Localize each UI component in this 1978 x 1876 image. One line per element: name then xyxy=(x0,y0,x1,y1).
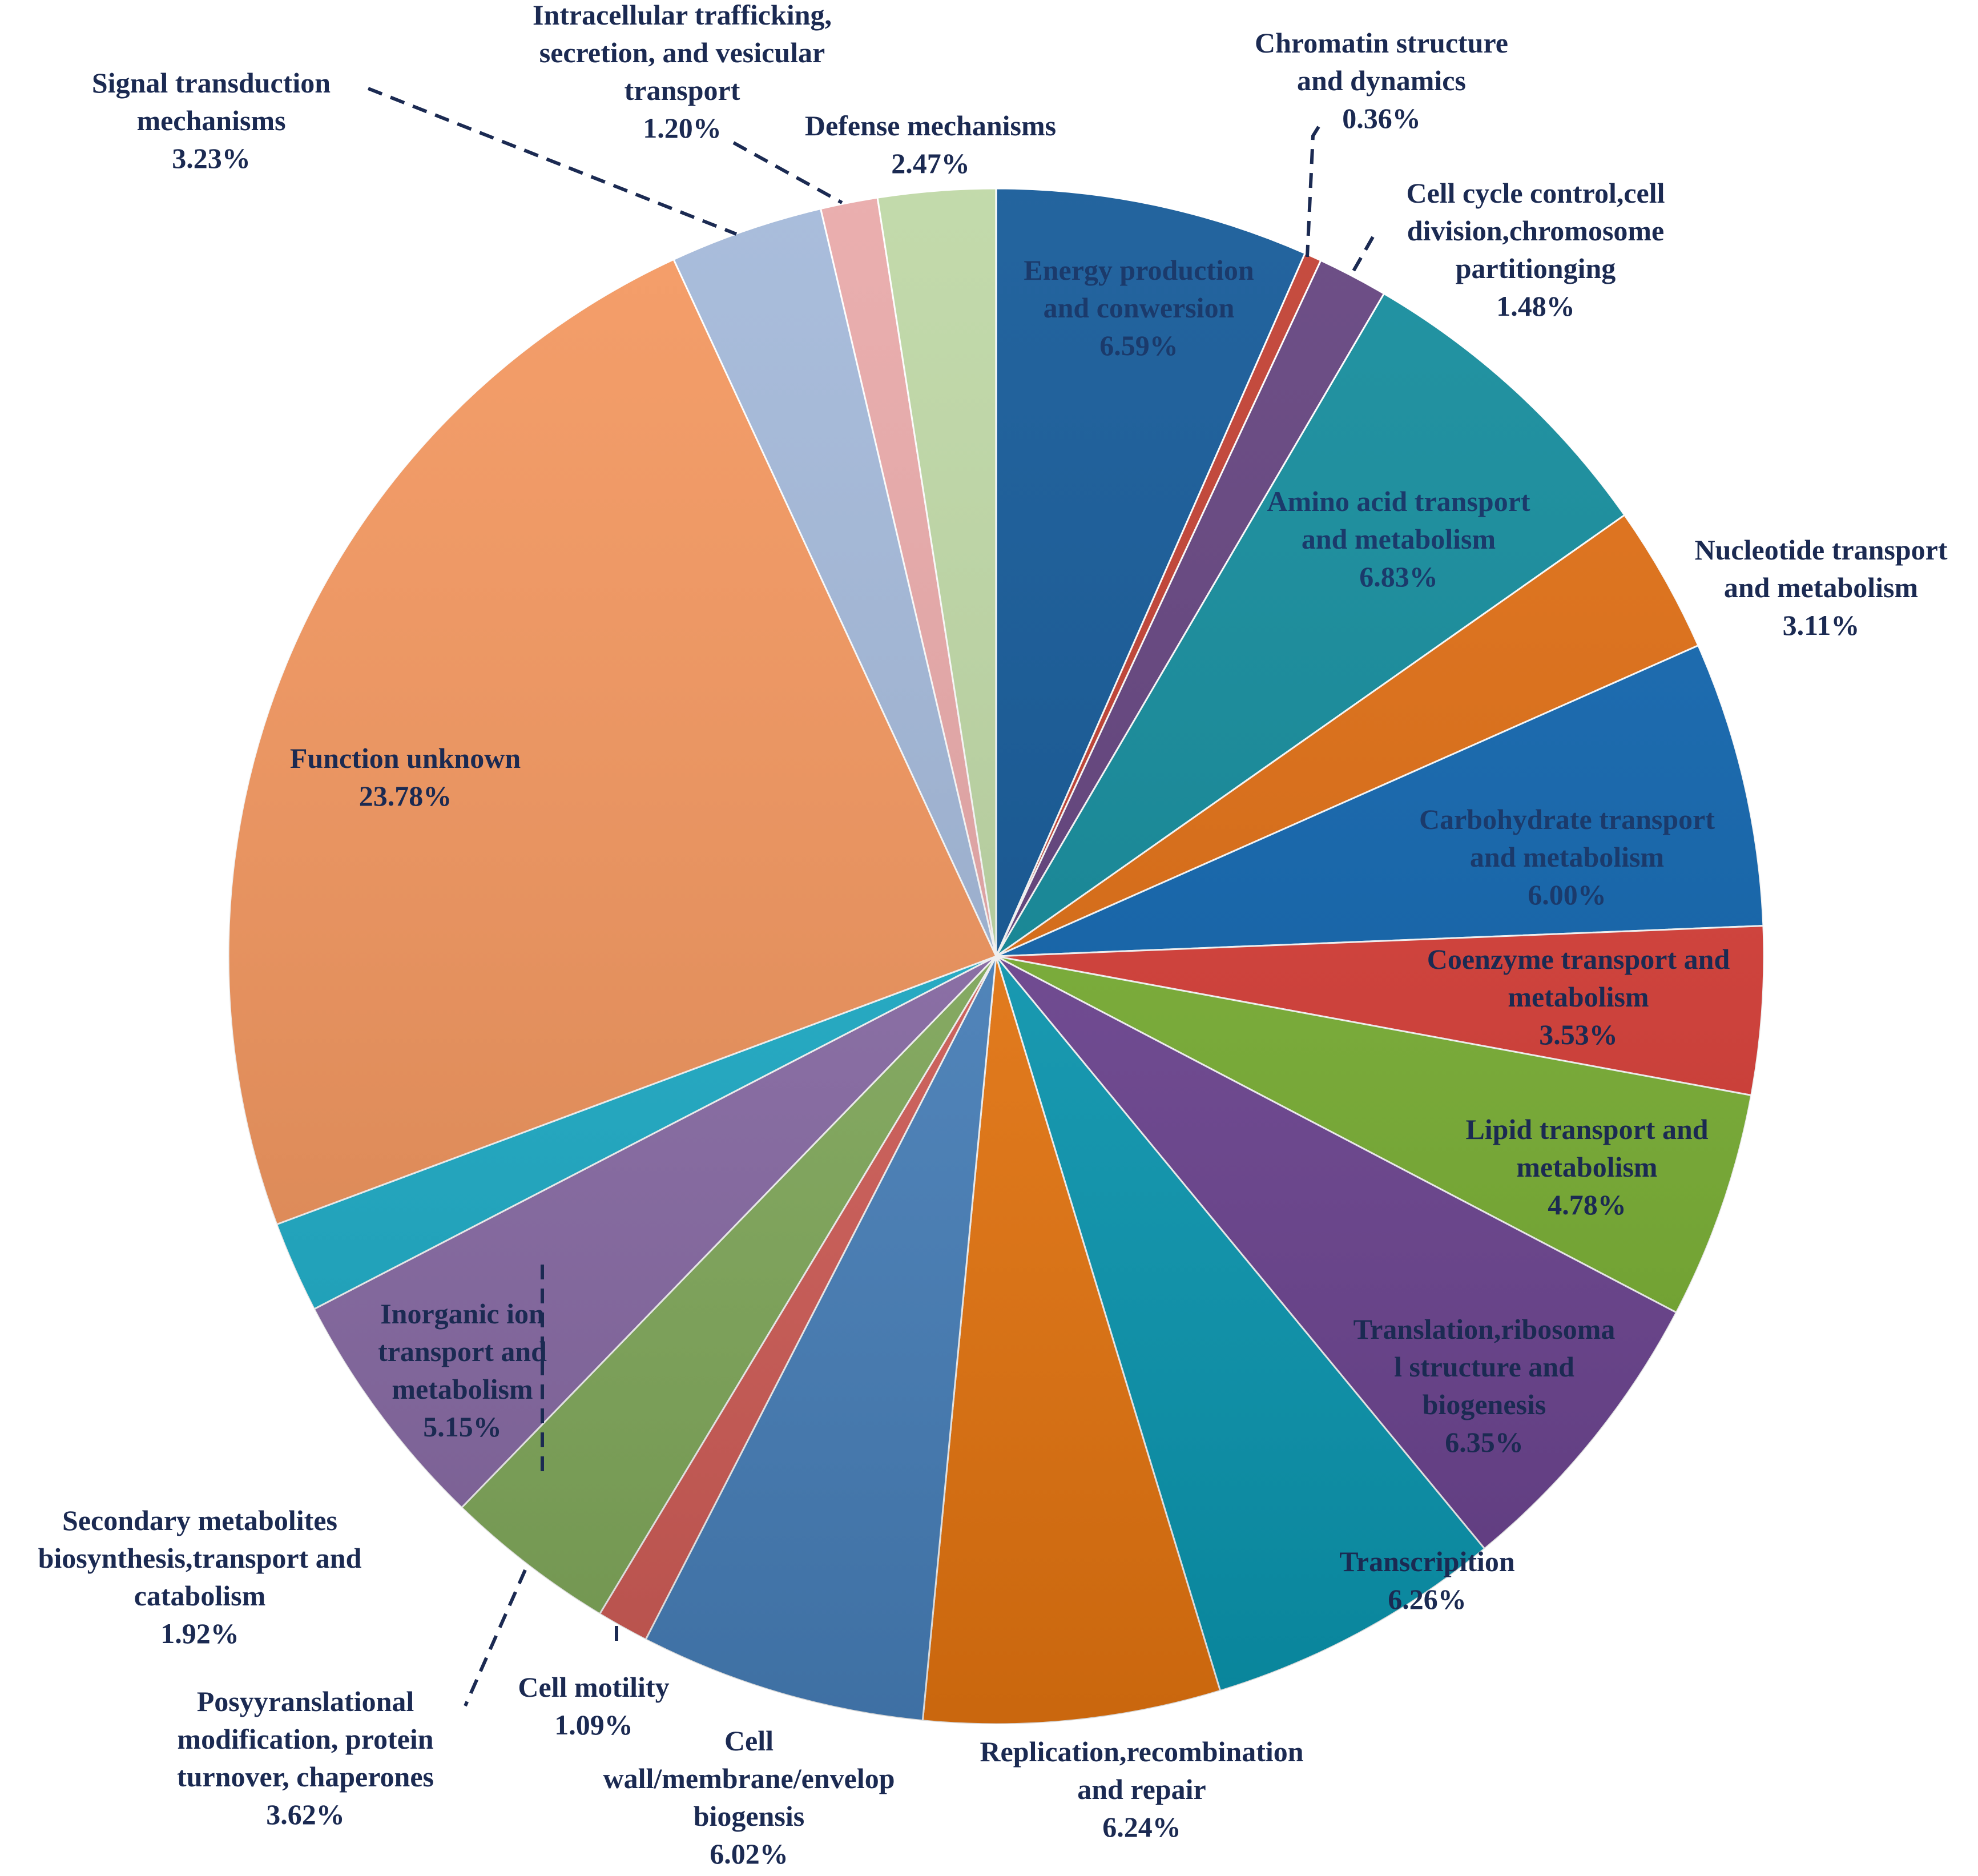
label-line: 6.35% xyxy=(1445,1426,1524,1458)
label-line: Transcripition xyxy=(1339,1545,1515,1577)
label-line: modification, protein xyxy=(177,1723,433,1755)
label-line: Nucleotide transport xyxy=(1695,534,1948,566)
label-line: 3.23% xyxy=(172,142,251,174)
label-cell-motility: Cell motility 1.09% xyxy=(518,1671,669,1741)
label-line: 6.00% xyxy=(1528,879,1606,911)
label-line: Posyyranslational xyxy=(197,1685,414,1717)
label-line: Cell xyxy=(724,1725,774,1757)
label-line: 3.62% xyxy=(266,1798,345,1830)
label-line: catabolism xyxy=(134,1580,266,1612)
label-nucleotide-transport-and-metabolism: Nucleotide transport and metabolism 3.11% xyxy=(1695,534,1948,641)
label-coenzyme-transport-and-metabolism: Coenzyme transport and metabolism 3.53% xyxy=(1427,943,1730,1050)
label-line: 0.36% xyxy=(1342,102,1421,134)
label-line: and repair xyxy=(1077,1773,1206,1805)
label-cell-cycle-control-cell-division-chromosome-partitionging: Cell cycle control,cell division,chromoso… xyxy=(1406,177,1665,322)
label-inorganic-ion-transport-and-metabolism: Inorganic ion transport and metabolism 5.15… xyxy=(378,1298,547,1443)
label-line: 6.02% xyxy=(710,1838,788,1870)
label-translation-ribosomal-structure-and-biogenesis: Translation,ribosoma l structure and bioge… xyxy=(1353,1313,1616,1458)
label-line: 6.24% xyxy=(1102,1811,1181,1843)
label-line: wall/membrane/envelop xyxy=(603,1762,895,1794)
label-defense-mechanisms: Defense mechanisms 2.47% xyxy=(805,110,1056,179)
label-line: 1.20% xyxy=(643,112,722,144)
label-line: Cell cycle control,cell xyxy=(1406,177,1665,209)
label-line: Secondary metabolites xyxy=(62,1504,337,1536)
label-line: 6.83% xyxy=(1359,561,1438,593)
label-line: l structure and xyxy=(1394,1351,1574,1383)
label-line: and metabolism xyxy=(1302,523,1496,555)
label-energy-production-and-conwersion: Energy production and conwersion 6.59% xyxy=(1024,254,1254,361)
label-line: Replication,recombination xyxy=(980,1736,1303,1768)
label-chromatin-structure-and-dynamics: Chromatin structure and dynamics 0.36% xyxy=(1255,27,1508,134)
label-line: metabolism xyxy=(1508,981,1649,1013)
label-line: and conwersion xyxy=(1044,292,1235,324)
label-line: Carbohydrate transport xyxy=(1419,803,1715,835)
label-line: 3.11% xyxy=(1783,609,1860,641)
label-line: biogensis xyxy=(694,1800,805,1832)
label-line: 5.15% xyxy=(423,1411,502,1443)
label-line: Intracellular trafficking, xyxy=(533,0,832,31)
leader-lines xyxy=(367,87,1375,1707)
label-line: Function unknown xyxy=(290,742,521,774)
label-line: transport xyxy=(625,74,740,106)
label-line: 1.92% xyxy=(160,1617,239,1649)
label-cell-wall-membrane-envelop-biogensis: Cell wall/membrane/envelop biogensis 6.02% xyxy=(603,1725,895,1870)
label-function-unknown: Function unknown 23.78% xyxy=(290,742,521,812)
label-line: mechanisms xyxy=(136,104,285,136)
label-line: Inorganic ion xyxy=(380,1298,545,1330)
label-line: Cell motility xyxy=(518,1671,669,1703)
label-lipid-transport-and-metabolism: Lipid transport and metabolism 4.78% xyxy=(1465,1113,1708,1221)
leader-line-6 xyxy=(464,1569,527,1707)
leader-line-4 xyxy=(367,87,738,236)
leader-line-5 xyxy=(732,141,843,204)
leader-line-2 xyxy=(1348,236,1375,278)
label-line: and metabolism xyxy=(1470,841,1664,873)
label-transcripition: Transcripition 6.26% xyxy=(1339,1545,1515,1615)
label-amino-acid-transport-and-metabolism: Amino acid transport and metabolism 6.83% xyxy=(1267,485,1530,593)
label-line: and dynamics xyxy=(1297,65,1466,96)
label-line: 3.53% xyxy=(1539,1018,1618,1050)
label-secondary-metabolites-biosynthesis-transport-and-catabolism: Secondary metabolites biosynthesis,transp… xyxy=(38,1504,362,1649)
label-line: metabolism xyxy=(1516,1151,1657,1183)
label-line: Coenzyme transport and xyxy=(1427,943,1730,975)
label-line: 1.48% xyxy=(1496,290,1575,322)
leader-line-1 xyxy=(1306,126,1320,257)
label-line: secretion, and vesicular xyxy=(539,37,825,69)
label-line: 6.59% xyxy=(1099,329,1178,361)
slice-labels: Energy production and conwersion 6.59% Chro… xyxy=(38,0,1948,1870)
label-line: biosynthesis,transport and xyxy=(38,1542,362,1574)
label-line: 23.78% xyxy=(359,780,452,812)
label-line: transport and xyxy=(378,1335,547,1367)
label-intracellular-trafficking-secretion-and-vesicular-transport: Intracellular trafficking, secretion, and… xyxy=(533,0,832,144)
label-line: 4.78% xyxy=(1548,1189,1626,1221)
label-line: Defense mechanisms xyxy=(805,110,1056,142)
label-carbohydrate-transport-and-metabolism: Carbohydrate transport and metabolism 6.00… xyxy=(1419,803,1715,911)
label-line: biogenesis xyxy=(1423,1388,1546,1420)
label-line: Chromatin structure xyxy=(1255,27,1508,59)
label-replication-recombination-and-repair: Replication,recombination and repair 6.24% xyxy=(980,1736,1303,1843)
label-line: 2.47% xyxy=(891,147,970,179)
label-line: Translation,ribosoma xyxy=(1353,1313,1616,1345)
label-line: Energy production xyxy=(1024,254,1254,286)
label-line: metabolism xyxy=(392,1373,533,1405)
label-line: division,chromosome xyxy=(1407,215,1665,247)
label-line: Lipid transport and xyxy=(1465,1113,1708,1145)
label-line: turnover, chaperones xyxy=(177,1761,434,1793)
label-line: Signal transduction xyxy=(92,67,331,99)
label-line: 6.26% xyxy=(1388,1583,1467,1615)
label-line: 1.09% xyxy=(554,1709,633,1741)
label-posyyranslational-modification-protein-turnover-chaperones: Posyyranslational modification, protein tu… xyxy=(177,1685,434,1830)
label-line: partitionging xyxy=(1456,252,1616,284)
label-line: and metabolism xyxy=(1724,571,1918,603)
label-line: Amino acid transport xyxy=(1267,485,1530,517)
label-signal-transduction-mechanisms: Signal transduction mechanisms 3.23% xyxy=(92,67,331,174)
